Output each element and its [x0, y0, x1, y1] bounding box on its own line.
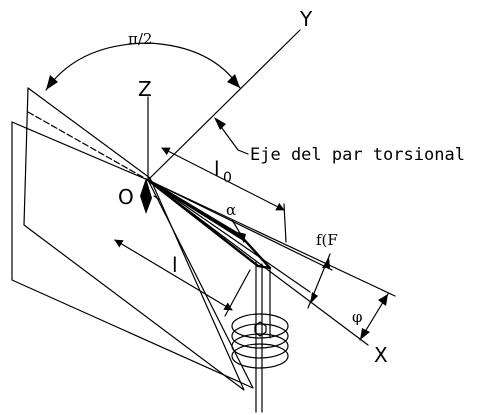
l-label: l [172, 253, 178, 277]
phi-arrowhead-bottom [360, 328, 370, 340]
right-angle-label: π/2 [128, 30, 152, 48]
arc-arrowhead-right [227, 74, 240, 88]
axis-note-label: Eje del par torsional [250, 145, 465, 165]
origin-tick [153, 195, 161, 201]
deflection-label: f(F [316, 231, 338, 249]
origin-label: O [118, 185, 134, 209]
back-plane-rear [23, 87, 245, 391]
l-dimension-line [114, 239, 233, 311]
phi-arrowhead-top [378, 294, 388, 306]
deflection-arrowhead-bottom [310, 292, 318, 304]
l-extension [224, 269, 251, 317]
l0-extension [283, 203, 287, 243]
arc-arrowhead-left [46, 75, 58, 90]
y-axis-label: Y [299, 7, 313, 31]
dashed-reference-line [27, 111, 149, 181]
right-angle-arc [45, 42, 241, 91]
weight-stack [231, 313, 289, 369]
back-plane-front [11, 121, 254, 389]
x-axis-label: X [374, 343, 388, 367]
l0-label: l [214, 157, 220, 181]
l0-subscript: 0 [223, 170, 232, 186]
phi-label: φ [352, 308, 363, 326]
alpha-arrowhead [238, 232, 246, 242]
z-axis-label: Z [138, 77, 152, 101]
origin-mirror [140, 178, 152, 214]
axis-note-arrowhead [214, 117, 226, 130]
l0-dimension-line [161, 147, 285, 211]
alpha-label: α [226, 201, 236, 219]
x-axis-line [147, 179, 396, 297]
deflection-arrowhead-top [322, 257, 330, 268]
